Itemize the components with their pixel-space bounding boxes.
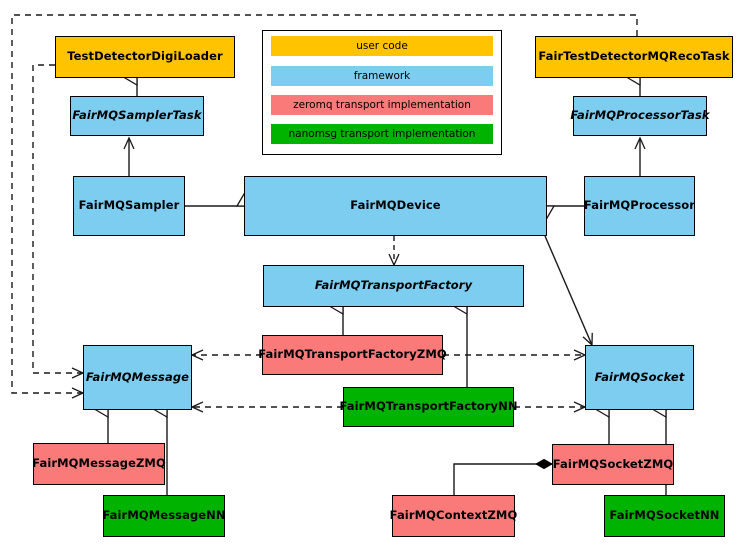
class-node-fairmqmessage[interactable]: FairMQMessage <box>83 345 192 410</box>
class-node-fairmqtransportfactory[interactable]: FairMQTransportFactory <box>263 265 524 307</box>
class-node-fairmqsampler[interactable]: FairMQSampler <box>73 176 185 236</box>
edge-contextzmq-to-socketzmq <box>453 464 552 495</box>
class-node-fairmqprocessortask[interactable]: FairMQProcessorTask <box>570 96 710 136</box>
class-node-fairmqtransportfactorynn[interactable]: FairMQTransportFactoryNN <box>339 387 517 427</box>
legend-label-zeromq: zeromq transport implementation <box>293 99 471 111</box>
class-node-fairmqmessagenn[interactable]: FairMQMessageNN <box>102 495 226 537</box>
class-node-fairmqmessagezmq[interactable]: FairMQMessageZMQ <box>32 443 166 485</box>
class-node-fairmqdevice[interactable]: FairMQDevice <box>244 176 547 236</box>
legend-item-framework: framework <box>271 66 493 86</box>
class-node-fairmqprocessor[interactable]: FairMQProcessor <box>584 176 695 236</box>
class-node-testdetectordigiloader[interactable]: TestDetectorDigiLoader <box>55 36 235 78</box>
legend-label-framework: framework <box>353 70 411 82</box>
class-node-fairmqsocketzmq[interactable]: FairMQSocketZMQ <box>552 444 674 485</box>
edge-device-to-socket <box>544 235 593 347</box>
class-node-fairmqsamplertask[interactable]: FairMQSamplerTask <box>70 96 204 136</box>
legend-item-user-code: user code <box>271 36 493 56</box>
legend-item-zeromq: zeromq transport implementation <box>271 95 493 115</box>
class-node-fairmqtransportfactoryzmq[interactable]: FairMQTransportFactoryZMQ <box>258 335 447 375</box>
legend-label-user-code: user code <box>356 40 408 52</box>
class-node-fairtestdetectormqrecotask[interactable]: FairTestDetectorMQRecoTask <box>535 36 733 78</box>
legend-label-nanomsg: nanomsg transport implementation <box>288 128 476 140</box>
legend-item-nanomsg: nanomsg transport implementation <box>271 124 493 144</box>
class-node-fairmqsocket[interactable]: FairMQSocket <box>585 345 694 410</box>
class-node-fairmqcontextzmq[interactable]: FairMQContextZMQ <box>390 495 517 537</box>
class-node-fairmqsocketnn[interactable]: FairMQSocketNN <box>604 495 725 537</box>
